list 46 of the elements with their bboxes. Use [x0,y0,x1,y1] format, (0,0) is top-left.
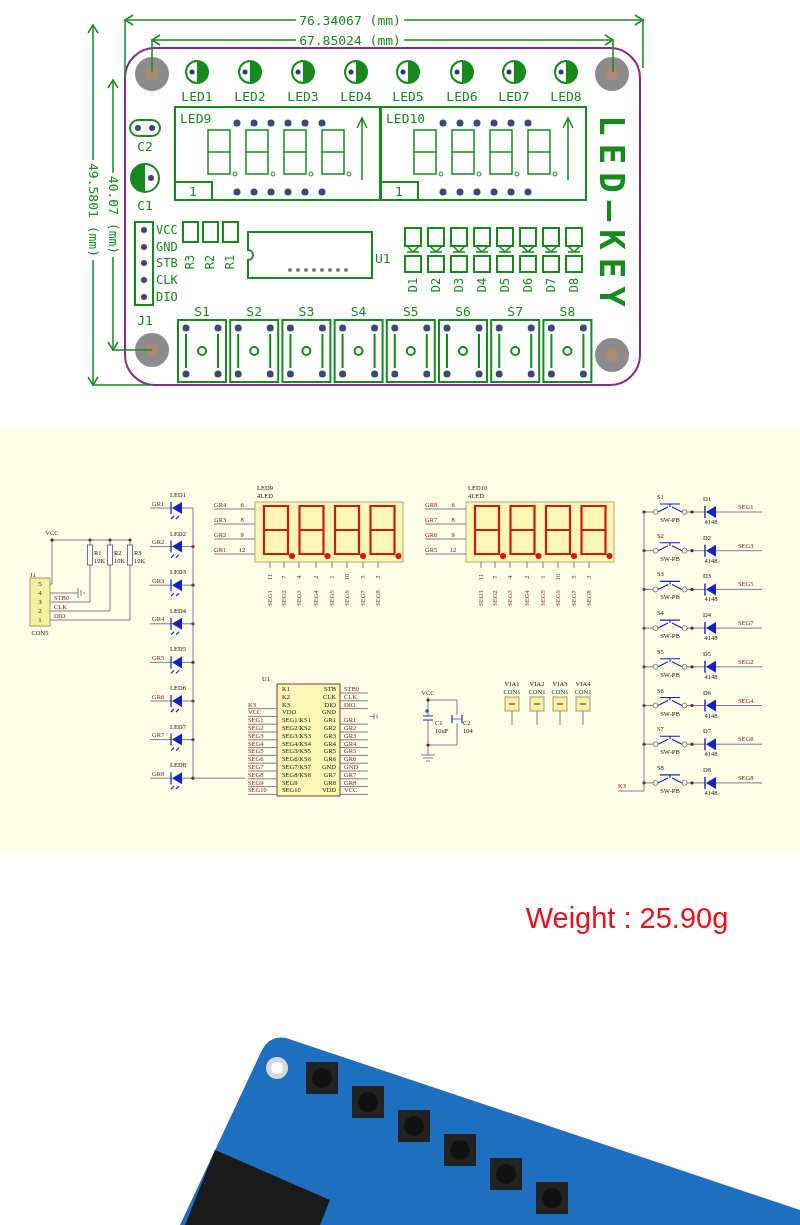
silkscreen-label: J1 [137,313,153,327]
silkscreen-label: LED8 [550,89,582,103]
dimension-label: 76.34067 (mm) [296,13,404,27]
silkscreen-label: C2 [137,139,153,153]
silkscreen-label: D7 [545,277,557,293]
silkscreen-label: LED2 [234,89,266,103]
silkscreen-label: LED1 [181,89,213,103]
silkscreen-label: S3 [298,304,315,318]
silkscreen-label: LED7 [498,89,530,103]
silkscreen-label: R3 [184,254,196,270]
dimension-label: 40.07 (mm) [106,172,120,258]
silkscreen-label: D6 [522,277,534,293]
silkscreen-label: VCC [156,224,178,236]
silkscreen-label: D8 [568,277,580,293]
silkscreen-label: 1 [189,184,197,198]
silkscreen-label: D3 [453,277,465,293]
silkscreen-label: STB [156,257,178,269]
silkscreen-label: S1 [194,304,210,318]
silkscreen-label: LED6 [446,89,478,103]
silkscreen-label: S8 [559,304,576,318]
silkscreen-label: D2 [430,277,442,293]
silkscreen-label: LED5 [392,89,424,103]
silkscreen-label: LED3 [287,89,319,103]
silkscreen-label: D1 [407,277,419,293]
silkscreen-label: LED4 [340,89,372,103]
silkscreen-label: R1 [224,254,236,270]
dimension-label: 67.85024 (mm) [296,33,404,47]
silkscreen-label: D4 [476,277,488,293]
silkscreen-label: S7 [507,304,523,318]
silkscreen-label: R2 [204,254,216,270]
silkscreen-label: CLK [156,274,178,286]
silkscreen-label: LED9 [180,111,212,125]
dimension-label: 49.5801 (mm) [86,160,100,260]
silkscreen-label: S5 [402,304,419,318]
silkscreen-label: D5 [499,277,511,293]
silkscreen-label: U1 [375,251,391,265]
silkscreen-label: LED10 [386,111,426,125]
weight-label: Weight : 25.90g [525,903,729,933]
silkscreen-label: S6 [455,304,471,318]
silkscreen-label: 1 [395,184,403,198]
silkscreen-label: S4 [350,304,367,318]
silkscreen-label: C1 [137,198,153,212]
silkscreen-label: DIO [156,291,178,303]
silkscreen-label: GND [156,241,178,253]
silkscreen-label: S2 [246,304,262,318]
board-title: LED—KEY [595,115,629,315]
